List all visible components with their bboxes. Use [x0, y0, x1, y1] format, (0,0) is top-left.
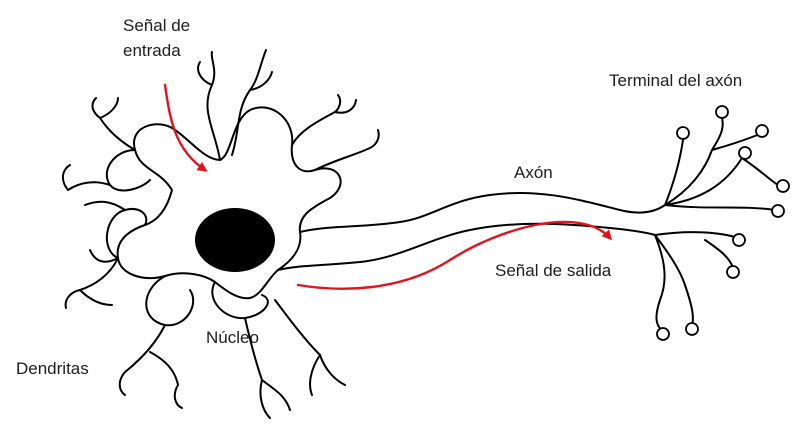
axon-lower-edge	[277, 222, 656, 271]
dendrite-left	[62, 97, 136, 211]
terminal-bulb-4	[738, 146, 752, 160]
terminal-bulb-2	[715, 105, 729, 119]
nucleus-label: Núcleo	[206, 328, 259, 347]
axon-upper-edge	[299, 191, 666, 233]
nucleus	[195, 208, 275, 272]
soma-lobe-left	[105, 208, 148, 259]
terminal-bulb-7	[732, 233, 746, 247]
axon-terminal-label: Terminal del axón	[609, 71, 742, 90]
cell-body-outline	[116, 106, 342, 300]
dendrite-top	[197, 49, 273, 161]
terminal-bulb-10	[656, 327, 670, 341]
axon-label: Axón	[514, 163, 553, 182]
axon-terminal-branches	[654, 117, 779, 331]
soma-lobe-bottom-left	[145, 275, 195, 327]
output-signal-arrow	[296, 220, 613, 290]
terminal-bulb-6	[771, 204, 785, 218]
dendrite-bottom-left	[64, 249, 183, 409]
dendrite-bottom	[244, 299, 346, 419]
dendrites-label: Dendritas	[16, 359, 89, 378]
terminal-bulb-8	[726, 265, 740, 279]
terminal-bulb-1	[676, 126, 690, 140]
input-signal-label-line2: entrada	[123, 41, 181, 60]
terminal-bulb-5	[776, 179, 790, 193]
terminal-bulb-3	[755, 124, 769, 138]
soma-lobe-top-left	[105, 149, 151, 192]
output-signal-label: Señal de salida	[495, 261, 612, 280]
input-signal-label-line1: Señal de	[123, 16, 190, 35]
terminal-bulb-9	[685, 322, 699, 336]
dendrite-top-right	[291, 94, 380, 171]
input-signal-arrow	[163, 83, 208, 172]
